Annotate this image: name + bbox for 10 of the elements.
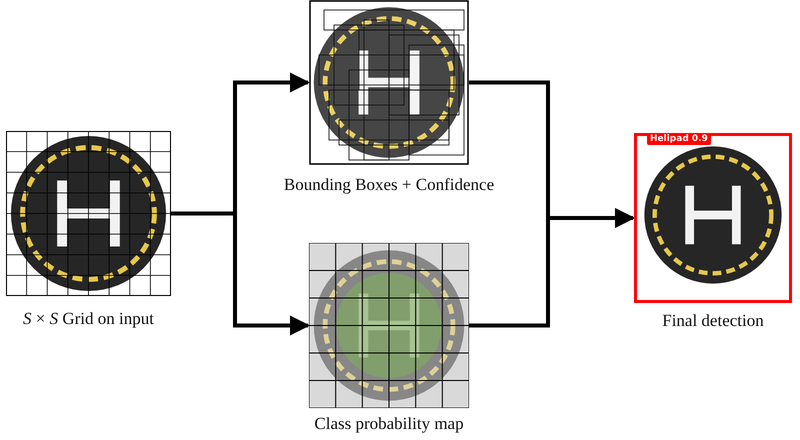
node-label: Bounding Boxes + Confidence [282, 174, 496, 196]
class-label: Helipad 0.9 [647, 134, 711, 145]
node-label: Class probability map [313, 413, 465, 435]
node-label: Final detection [661, 310, 765, 332]
bounding-boxes-image [309, 0, 469, 165]
detection-box [634, 133, 792, 303]
grid-image [6, 131, 171, 296]
arrow [469, 208, 635, 328]
probability-map-image [309, 243, 469, 408]
node-label: S × S Grid on input [22, 308, 155, 330]
